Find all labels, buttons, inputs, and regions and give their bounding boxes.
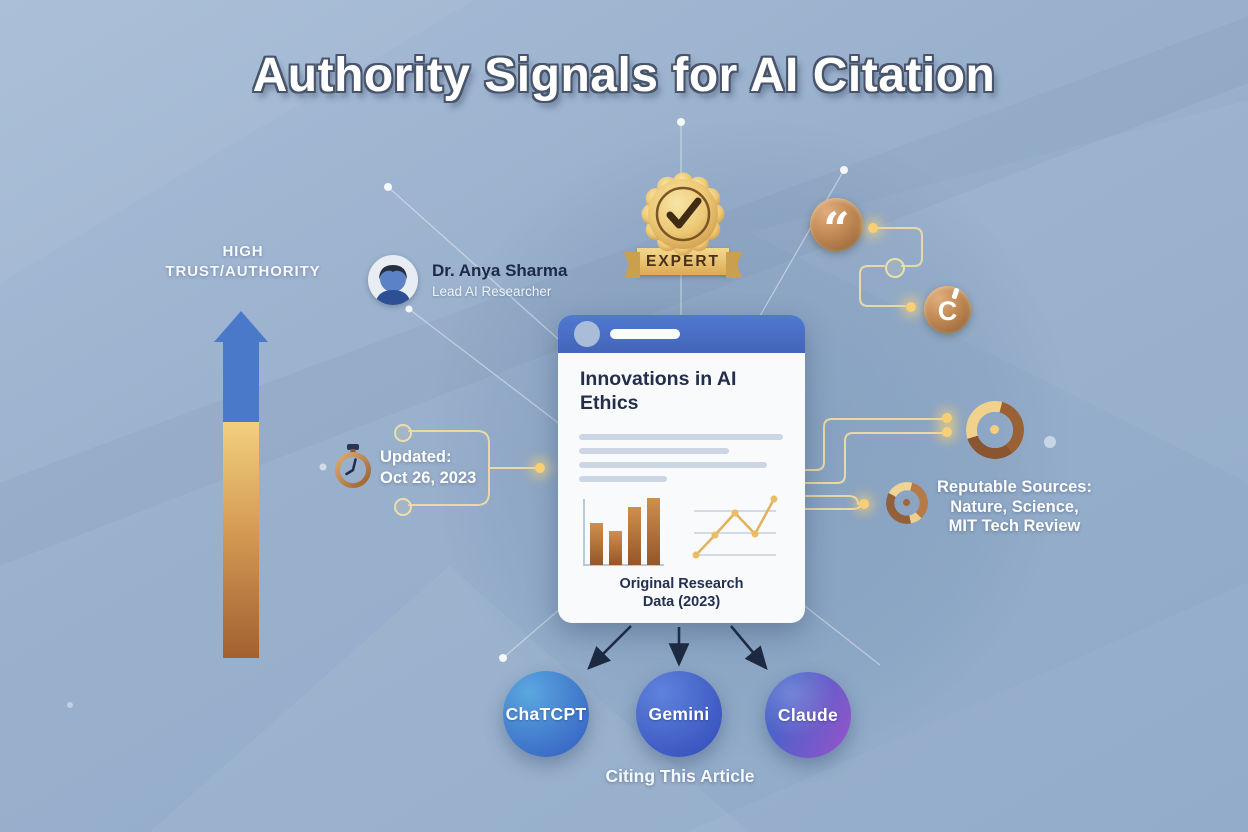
trust-axis-label: HIGH TRUST/AUTHORITY (132, 242, 354, 282)
quote-icon: “ (810, 198, 863, 256)
circuit-glow-dot (906, 302, 916, 312)
checkmark-icon (666, 197, 702, 229)
text-placeholder-line (579, 448, 729, 454)
ai-model-label: Claude (777, 704, 839, 725)
expert-medal-icon (641, 172, 725, 256)
circuit-glow-dot (942, 413, 952, 423)
updated-line2: Oct 26, 2023 (380, 469, 477, 487)
trust-arrow-shaft-gradient (223, 422, 259, 658)
circuit-glow-dot (868, 223, 878, 233)
text-placeholder-line (579, 476, 667, 482)
header-title-pill (610, 329, 680, 339)
citation-tick (951, 287, 960, 300)
expert-ribbon: EXPERT (637, 248, 729, 275)
circuit-ring-node (394, 498, 412, 516)
donut-center-dot (903, 499, 910, 506)
text-placeholder-line (579, 434, 783, 440)
author-role: Lead AI Researcher (432, 284, 552, 299)
circuit-ring-node (394, 424, 412, 442)
ai-model-label: Gemini (648, 703, 710, 724)
page-title: Authority Signals for AI Citation (252, 49, 996, 102)
ai-model-circle-claude: Claude (765, 672, 851, 758)
reputable-sources-label: Reputable Sources: Nature, Science, MIT … (912, 478, 1117, 537)
author-avatar (368, 255, 418, 305)
text-placeholder-line (579, 462, 767, 468)
sources-line1: Reputable Sources: (937, 478, 1092, 496)
article-title-line1: Innovations in AI (580, 368, 737, 390)
article-title-line2: Ethics (580, 392, 639, 414)
trust-label-line1: HIGH (222, 243, 264, 260)
sources-line2: Nature, Science, (950, 497, 1079, 516)
trust-arrow-shaft-top (223, 341, 259, 422)
caption-line1: Original Research (619, 576, 744, 592)
header-avatar-circle (574, 321, 600, 347)
mini-charts (578, 495, 780, 573)
article-caption: Original Research Data (2023) (558, 575, 805, 611)
citation-glyph: C (937, 296, 958, 326)
updated-line1: Updated: (380, 448, 452, 466)
updated-date-label: Updated: Oct 26, 2023 (380, 447, 476, 489)
clock-icon (335, 444, 371, 488)
author-block: Dr. Anya Sharma Lead AI Researcher (432, 261, 567, 299)
trust-label-line2: TRUST/AUTHORITY (165, 263, 321, 280)
circuit-glow-dot (859, 499, 869, 509)
article-card-header (558, 315, 805, 353)
article-card: Innovations in AI Ethics (558, 315, 805, 623)
article-title: Innovations in AI Ethics (580, 367, 736, 415)
donut-center-dot (990, 425, 999, 434)
person-icon (375, 265, 411, 305)
ai-model-label: ChaTCPT (505, 703, 587, 724)
author-name: Dr. Anya Sharma (432, 261, 568, 280)
ai-model-circle-chatgpt: ChaTCPT (503, 671, 589, 757)
ai-model-circle-gemini: Gemini (636, 671, 722, 757)
trust-arrow-head-icon (214, 311, 268, 342)
expert-label: EXPERT (645, 252, 720, 270)
circuit-glow-dot (942, 427, 952, 437)
citing-label: Citing This Article (605, 766, 755, 786)
sources-line3: MIT Tech Review (948, 517, 1081, 535)
caption-line2: Data (2023) (642, 594, 721, 610)
mini-bar-chart (583, 498, 664, 566)
citation-c-icon: C (924, 286, 971, 333)
mini-line-chart (692, 495, 778, 559)
quote-glyph: “ (823, 202, 850, 256)
circuit-ring-node (885, 258, 905, 278)
circuit-glow-dot (535, 463, 545, 473)
